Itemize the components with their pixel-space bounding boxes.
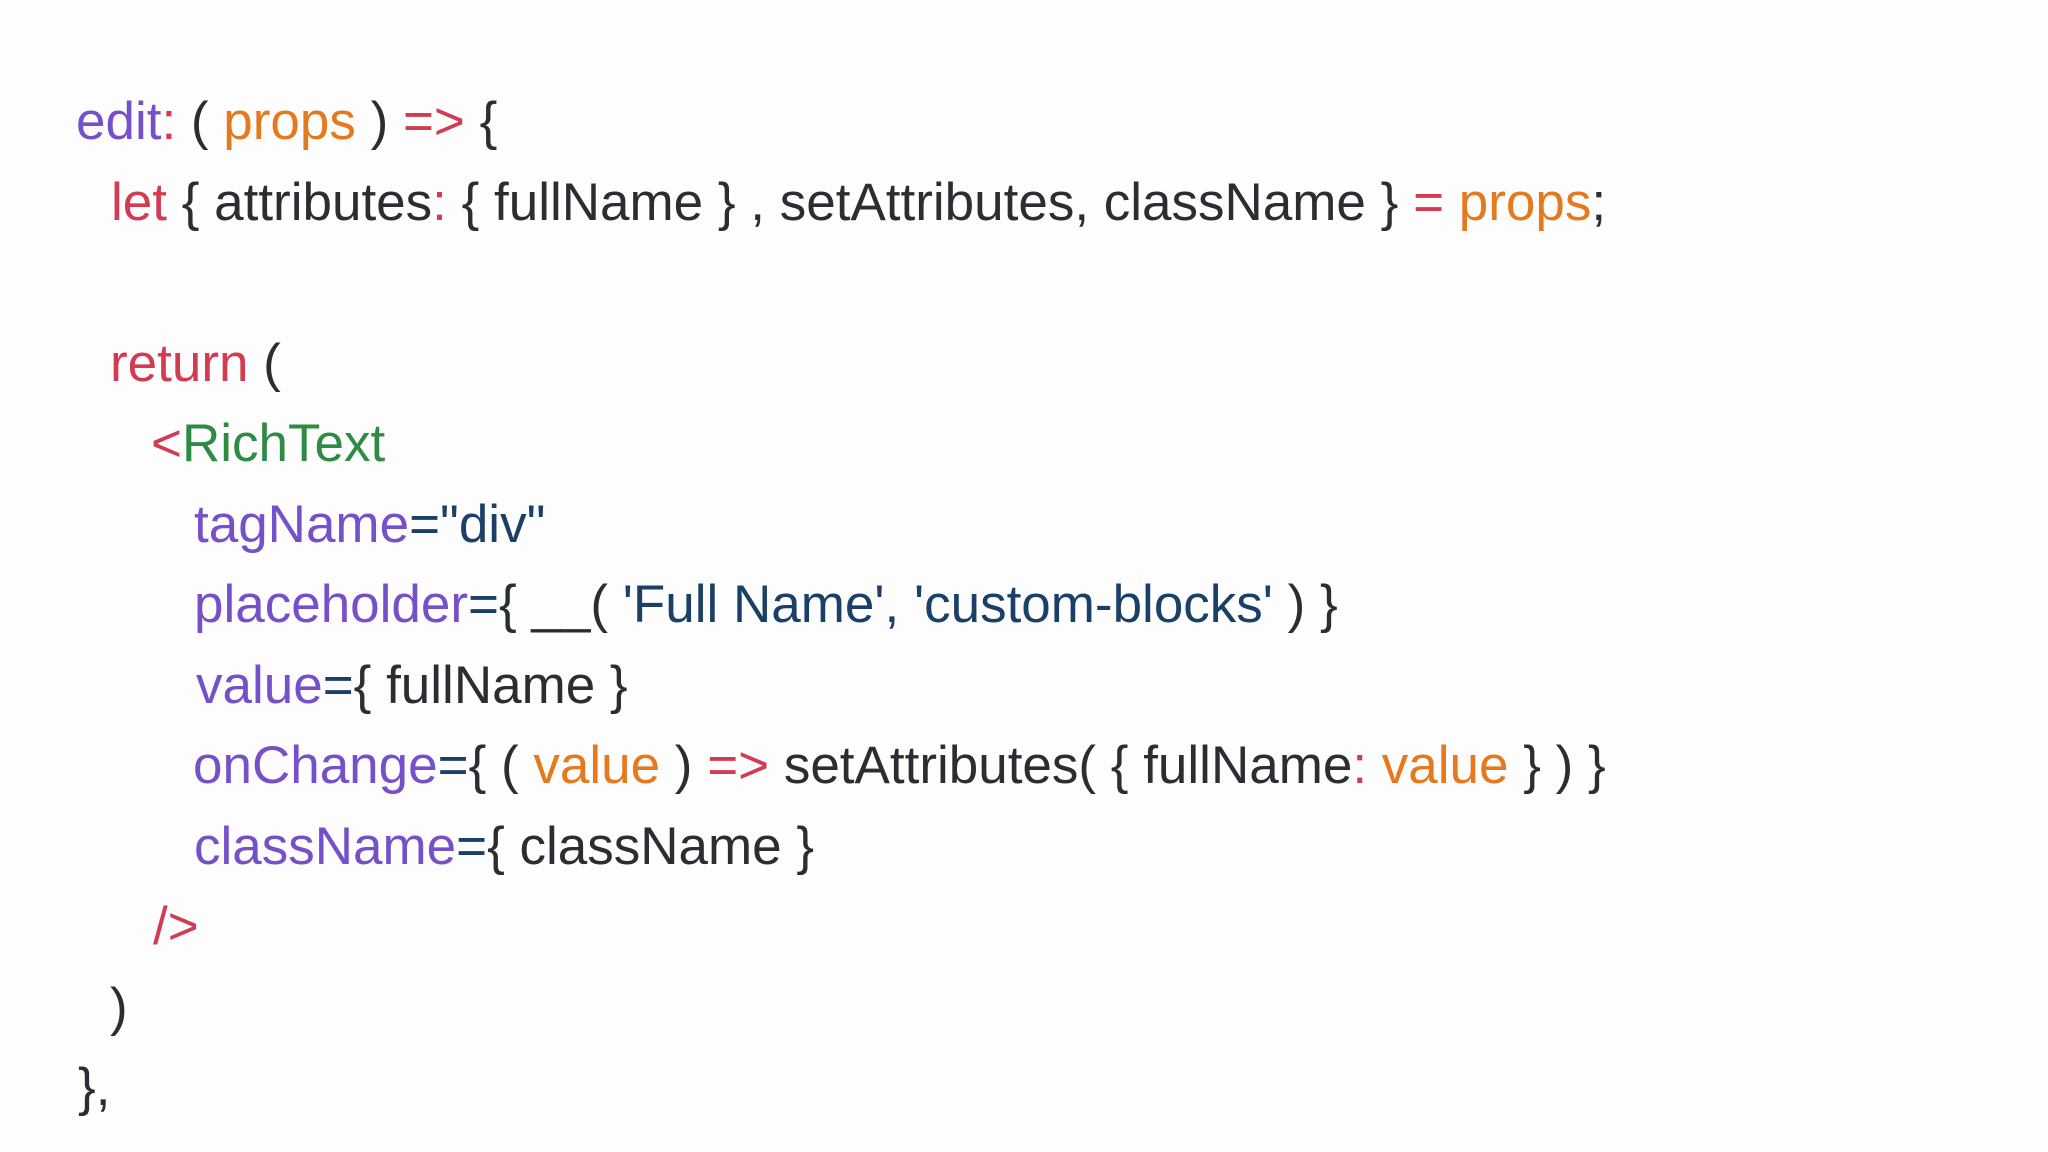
- line-attr-tagname: tagName="div": [0, 485, 2048, 566]
- code-token: 'Full Name',: [622, 575, 900, 634]
- code-token: 'custom-blocks': [913, 575, 1273, 634]
- code-token: { fullName }: [353, 655, 628, 715]
- code-token: =>: [402, 92, 465, 151]
- code-token: RichText: [181, 414, 386, 473]
- code-token: onChange: [193, 736, 438, 795]
- code-token: =: [468, 575, 499, 634]
- code-token: ): [355, 92, 403, 151]
- line-blank: [0, 243, 2048, 324]
- code-token: :: [1352, 736, 1368, 795]
- code-token: tagName: [194, 494, 410, 554]
- line-edit-signature: edit: ( props ) => {: [0, 82, 2048, 163]
- code-token: [1444, 173, 1459, 232]
- code-token: { (: [468, 736, 534, 795]
- line-close-brace: },: [0, 1048, 2048, 1129]
- line-self-close-tag: />: [0, 887, 2048, 968]
- code-token: (: [176, 92, 224, 151]
- code-token: :: [161, 92, 177, 151]
- line-richtext-open-tag: <RichText: [0, 404, 2048, 485]
- code-token: edit: [76, 92, 162, 151]
- line-attr-value: value={ fullName }: [0, 646, 2048, 727]
- code-token: :: [432, 172, 447, 232]
- code-token: value: [533, 736, 661, 795]
- code-token: =: [1413, 172, 1445, 232]
- code-token: <: [151, 414, 182, 473]
- code-token: { __(: [499, 575, 623, 634]
- code-token: =: [322, 655, 354, 715]
- code-token: =: [437, 736, 469, 795]
- line-let-destructuring: let { attributes: { fullName } , setAttr…: [0, 163, 2048, 244]
- code-token: (: [248, 333, 281, 393]
- code-token: { fullName } , setAttributes, className …: [446, 172, 1414, 232]
- code-token: return: [110, 333, 249, 393]
- code-token: className: [194, 816, 457, 876]
- code-block: edit: ( props ) => {let { attributes: { …: [0, 82, 2048, 1129]
- line-attr-placeholder: placeholder={ __( 'Full Name', 'custom-b…: [0, 565, 2048, 646]
- code-token: ): [110, 977, 128, 1037]
- code-token: { className }: [487, 816, 815, 876]
- code-token: { attributes: [166, 172, 433, 232]
- line-return: return (: [0, 324, 2048, 405]
- code-token: },: [78, 1058, 111, 1117]
- code-token: setAttributes( { fullName: [769, 736, 1353, 795]
- code-token: ) }: [1272, 575, 1338, 634]
- line-attr-classname: className={ className }: [0, 807, 2048, 888]
- code-token: [899, 575, 914, 634]
- code-token: />: [153, 897, 199, 956]
- code-token: ): [660, 736, 708, 795]
- code-token: props: [1458, 172, 1592, 232]
- code-token: =: [456, 816, 488, 876]
- code-token: ;: [1591, 172, 1607, 232]
- code-token: [1367, 736, 1382, 795]
- code-token: props: [223, 92, 356, 151]
- code-token: placeholder: [194, 575, 469, 634]
- code-token: } ) }: [1508, 736, 1606, 795]
- code-token: ="div": [409, 494, 546, 554]
- code-token: value: [196, 655, 323, 715]
- code-token: {: [464, 92, 498, 151]
- code-token: =>: [707, 736, 770, 795]
- code-token: let: [111, 172, 167, 232]
- code-token: value: [1381, 736, 1509, 795]
- line-attr-onchange: onChange={ ( value ) => setAttributes( {…: [0, 726, 2048, 807]
- line-close-paren: ): [0, 968, 2048, 1049]
